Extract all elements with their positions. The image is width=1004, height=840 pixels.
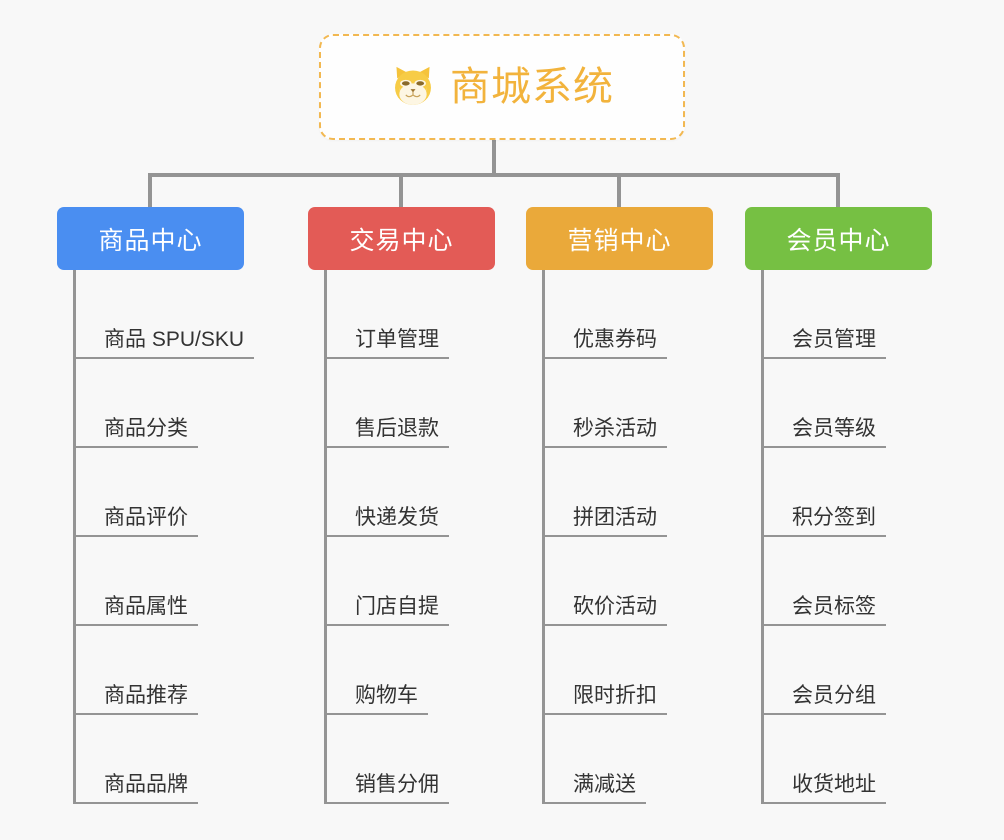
leaf-item-label: 商品推荐 xyxy=(104,684,188,707)
branch-leaf-list-1: 订单管理 售后退款 快递发货 门店自提 购物车 销售分佣 xyxy=(324,270,495,804)
leaf-item-label: 门店自提 xyxy=(355,595,439,618)
leaf-item[interactable]: 商品评价 xyxy=(76,448,244,537)
root-node-wrapper: 商城系统 xyxy=(0,34,1004,140)
leaf-item-label: 优惠券码 xyxy=(573,328,657,351)
branch-leaf-list-3: 会员管理 会员等级 积分签到 会员标签 会员分组 收货地址 xyxy=(761,270,932,804)
leaf-item-label: 售后退款 xyxy=(355,417,439,440)
leaf-item[interactable]: 订单管理 xyxy=(327,270,495,359)
branch-column-0: 商品中心 商品 SPU/SKU 商品分类 商品评价 商品属性 商品推荐 商品品牌 xyxy=(57,207,254,804)
branch-header-label-1: 交易中心 xyxy=(349,226,454,255)
branch-header-2[interactable]: 营销中心 xyxy=(526,207,713,270)
leaf-item[interactable]: 满减送 xyxy=(545,715,713,804)
leaf-item-label: 收货地址 xyxy=(792,773,876,796)
leaf-item[interactable]: 销售分佣 xyxy=(327,715,495,804)
leaf-item-label: 商品分类 xyxy=(104,417,188,440)
root-node[interactable]: 商城系统 xyxy=(319,34,685,140)
branch-header-0[interactable]: 商品中心 xyxy=(57,207,244,270)
leaf-item[interactable]: 会员等级 xyxy=(764,359,932,448)
leaf-item[interactable]: 购物车 xyxy=(327,626,495,715)
leaf-item[interactable]: 商品推荐 xyxy=(76,626,244,715)
branch-header-label-2: 营销中心 xyxy=(567,226,672,255)
leaf-item[interactable]: 收货地址 xyxy=(764,715,932,804)
branch-column-3: 会员中心 会员管理 会员等级 积分签到 会员标签 会员分组 收货地址 xyxy=(745,207,932,804)
leaf-item-label: 商品属性 xyxy=(104,595,188,618)
leaf-item[interactable]: 拼团活动 xyxy=(545,448,713,537)
leaf-item[interactable]: 秒杀活动 xyxy=(545,359,713,448)
leaf-item-label: 订单管理 xyxy=(355,328,439,351)
leaf-item[interactable]: 门店自提 xyxy=(327,537,495,626)
leaf-item[interactable]: 限时折扣 xyxy=(545,626,713,715)
leaf-item-label: 限时折扣 xyxy=(573,684,657,707)
leaf-item-label: 会员等级 xyxy=(792,417,876,440)
leaf-item[interactable]: 优惠券码 xyxy=(545,270,713,359)
leaf-item[interactable]: 会员分组 xyxy=(764,626,932,715)
leaf-item-label: 购物车 xyxy=(355,684,418,707)
leaf-item-label: 会员管理 xyxy=(792,328,876,351)
leaf-item-label: 拼团活动 xyxy=(573,506,657,529)
leaf-item-label: 会员标签 xyxy=(792,595,876,618)
branch-header-label-3: 会员中心 xyxy=(786,226,891,255)
root-title: 商城系统 xyxy=(450,65,614,109)
leaf-item[interactable]: 积分签到 xyxy=(764,448,932,537)
leaf-item[interactable]: 商品分类 xyxy=(76,359,244,448)
branch-header-1[interactable]: 交易中心 xyxy=(308,207,495,270)
leaf-item-label: 砍价活动 xyxy=(573,595,657,618)
leaf-item[interactable]: 商品 SPU/SKU xyxy=(76,270,254,359)
leaf-item[interactable]: 砍价活动 xyxy=(545,537,713,626)
branch-header-3[interactable]: 会员中心 xyxy=(745,207,932,270)
branch-header-label-0: 商品中心 xyxy=(98,226,203,255)
leaf-item[interactable]: 售后退款 xyxy=(327,359,495,448)
leaf-item-label: 商品品牌 xyxy=(104,773,188,796)
leaf-item-label: 积分签到 xyxy=(792,506,876,529)
leaf-item[interactable]: 商品品牌 xyxy=(76,715,244,804)
branch-column-2: 营销中心 优惠券码 秒杀活动 拼团活动 砍价活动 限时折扣 满减送 xyxy=(526,207,713,804)
leaf-item-label: 满减送 xyxy=(573,773,636,796)
leaf-item[interactable]: 会员标签 xyxy=(764,537,932,626)
branch-column-1: 交易中心 订单管理 售后退款 快递发货 门店自提 购物车 销售分佣 xyxy=(308,207,495,804)
leaf-item-label: 商品评价 xyxy=(104,506,188,529)
branch-leaf-list-2: 优惠券码 秒杀活动 拼团活动 砍价活动 限时折扣 满减送 xyxy=(542,270,713,804)
branch-leaf-list-0: 商品 SPU/SKU 商品分类 商品评价 商品属性 商品推荐 商品品牌 xyxy=(73,270,254,804)
leaf-item-label: 商品 SPU/SKU xyxy=(104,328,245,351)
leaf-item-label: 销售分佣 xyxy=(355,773,439,796)
leaf-item-label: 快递发货 xyxy=(355,506,439,529)
leaf-item-label: 秒杀活动 xyxy=(573,417,657,440)
leaf-item[interactable]: 快递发货 xyxy=(327,448,495,537)
leaf-item[interactable]: 会员管理 xyxy=(764,270,932,359)
shiba-dog-face-icon xyxy=(395,66,431,105)
leaf-item-label: 会员分组 xyxy=(792,684,876,707)
leaf-item[interactable]: 商品属性 xyxy=(76,537,244,626)
